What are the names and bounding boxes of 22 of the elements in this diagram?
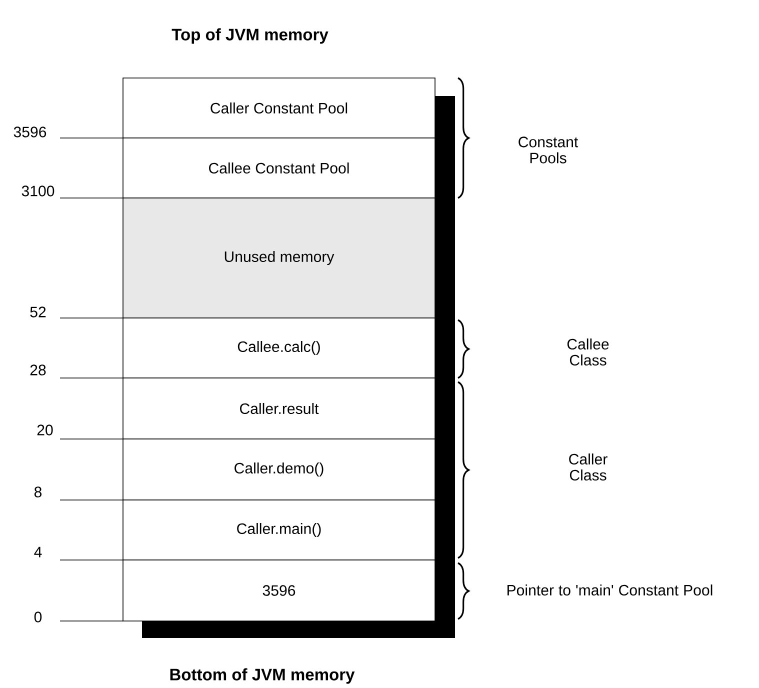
group-label: Callee Class [567,338,609,366]
title: Top of JVM memory [172,28,328,44]
memory-cell: Caller.demo() [122,438,436,500]
address-label: 3100 [22,186,54,196]
address-label: 8 [34,486,42,498]
address-label: 0 [34,612,42,622]
caption: Bottom of JVM memory [170,668,355,684]
memory-cell: Caller Constant Pool [122,78,436,138]
group-label: Caller Class [569,453,608,481]
group-label: Pointer to 'main' Constant Pool [508,584,712,596]
address-label: 3596 [14,126,46,138]
memory-cell: Caller.result [122,378,436,440]
address-label: 4 [34,546,42,558]
memory-cell: Unused memory [122,198,436,318]
memory-cell: Callee Constant Pool [122,138,436,198]
memory-cell: Callee.calc() [122,318,436,378]
address-label: 52 [30,306,46,318]
address-label: 20 [37,424,53,436]
group-label: Constant Pools [518,136,578,164]
address-label: 28 [30,364,46,376]
memory-cell: Caller.main() [122,500,436,560]
memory-cell: 3596 [122,560,436,622]
